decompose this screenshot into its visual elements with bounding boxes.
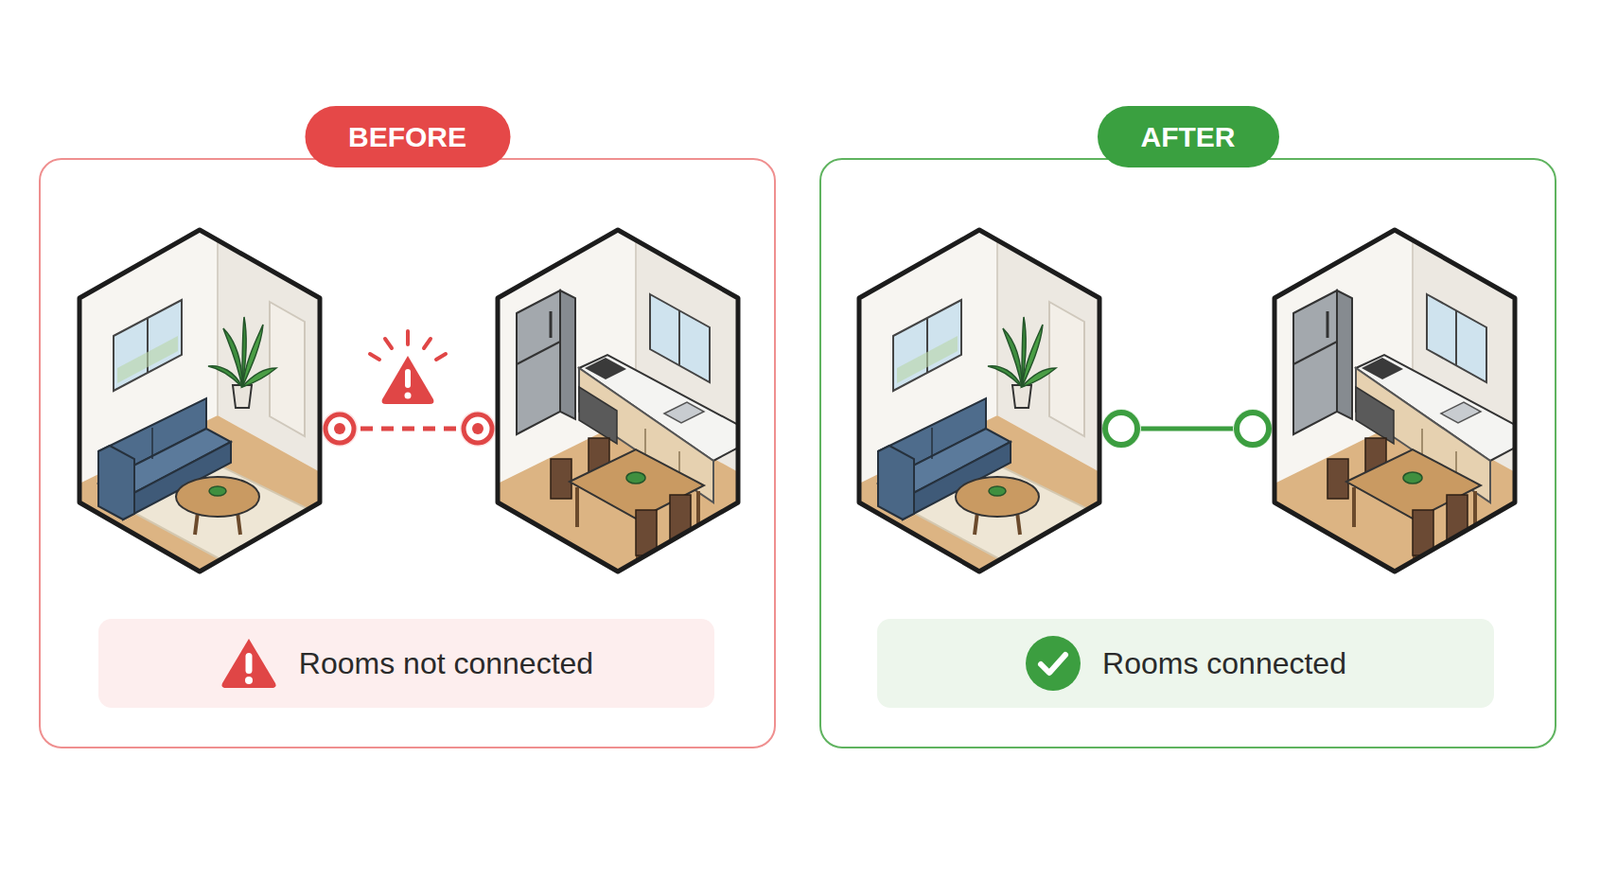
kitchen-room bbox=[1270, 226, 1519, 576]
living-room bbox=[855, 226, 1104, 576]
room-illustration bbox=[493, 226, 742, 576]
status-text: Rooms not connected bbox=[298, 646, 594, 682]
kitchen-room bbox=[493, 226, 742, 576]
state-pill: BEFORE bbox=[304, 105, 510, 168]
endpoint-glow bbox=[459, 410, 496, 447]
status-bar: Rooms not connected bbox=[98, 618, 715, 708]
endpoint-ring bbox=[1105, 412, 1138, 445]
endpoint-ring bbox=[325, 414, 354, 443]
state-panel: AFTERRooms connected bbox=[819, 158, 1557, 749]
endpoint-glow bbox=[1232, 408, 1273, 449]
state-pill: AFTER bbox=[1097, 105, 1280, 168]
endpoint-dot bbox=[472, 422, 484, 435]
state-panel: BEFORERooms not connected bbox=[38, 158, 776, 749]
living-room bbox=[75, 226, 324, 576]
room-illustration bbox=[1270, 226, 1519, 576]
status-bar: Rooms connected bbox=[877, 618, 1495, 708]
endpoint-glow bbox=[1101, 408, 1142, 449]
check-icon bbox=[1024, 634, 1082, 692]
endpoint-glow bbox=[321, 410, 358, 447]
room-illustration bbox=[855, 226, 1104, 576]
endpoint-ring bbox=[463, 414, 493, 443]
status-text: Rooms connected bbox=[1102, 646, 1347, 682]
broken-connection bbox=[339, 426, 478, 432]
endpoint-dot bbox=[334, 422, 346, 435]
endpoint-ring bbox=[1236, 412, 1269, 445]
warning-icon bbox=[369, 331, 446, 405]
room-illustration bbox=[75, 226, 324, 576]
warning-icon bbox=[219, 635, 279, 691]
